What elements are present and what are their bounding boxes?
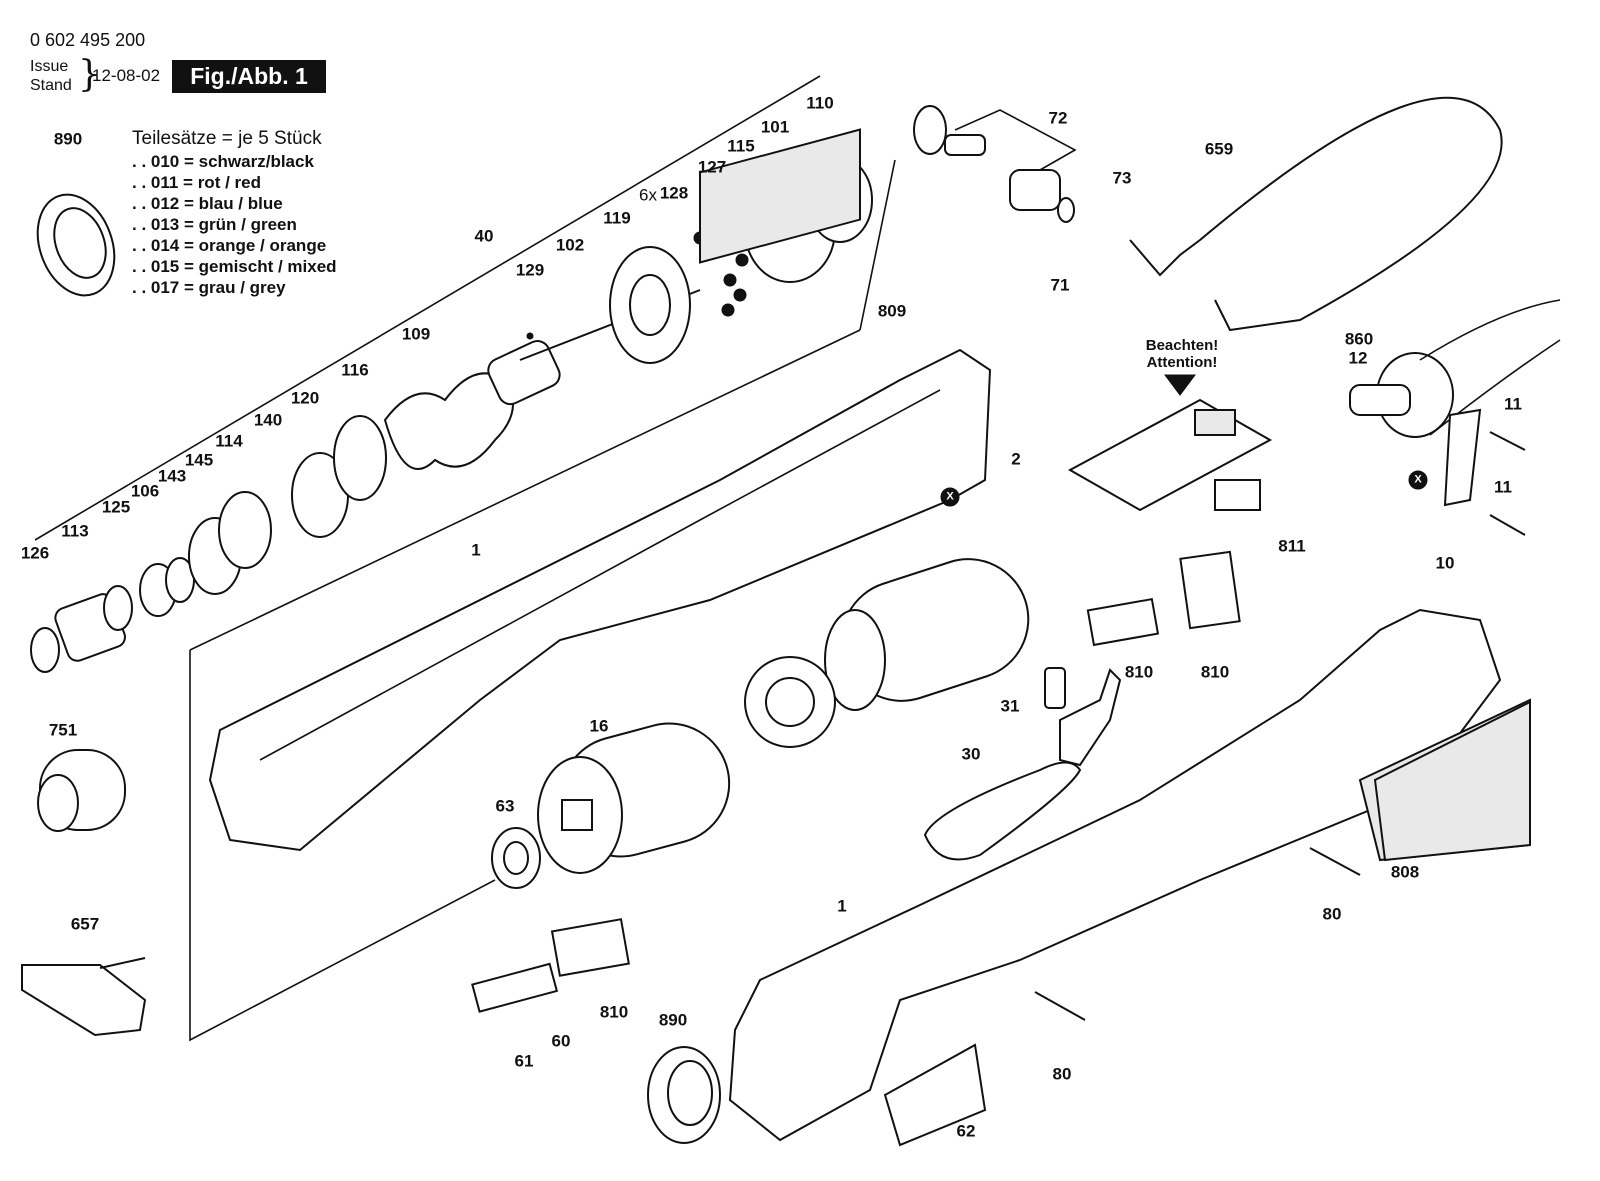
marker-x	[940, 487, 960, 507]
callout-128: 128	[659, 183, 689, 203]
part-808-label	[1373, 700, 1531, 862]
part-62-cover	[883, 1043, 987, 1147]
marker-x-label: X	[1414, 473, 1422, 486]
part-860-cap	[1349, 299, 1561, 507]
motor-2	[824, 558, 1030, 711]
figure-badge: Fig./Abb. 1	[172, 60, 326, 93]
callout-810: 810	[1200, 662, 1230, 682]
callout-810: 810	[1124, 662, 1154, 682]
callout-10: 10	[1435, 553, 1455, 573]
attention-line-en: Attention!	[1146, 354, 1218, 371]
callout-71: 71	[1050, 275, 1070, 295]
document-number: 0 602 495 200	[30, 30, 146, 50]
callout-109: 109	[401, 324, 431, 344]
callout-6x: 6x	[639, 185, 657, 205]
callout-145: 145	[184, 450, 214, 470]
stand-label: Stand	[30, 77, 72, 94]
callout-1: 1	[471, 540, 481, 560]
part-72-73	[913, 105, 1077, 223]
kit-row: . . 013 = grün / green	[132, 215, 297, 234]
callout-809: 809	[877, 301, 907, 321]
callout-659: 659	[1204, 139, 1234, 159]
part-751-sleeve	[37, 749, 126, 832]
brace-glyph: }	[78, 54, 101, 95]
callout-80: 80	[1322, 904, 1342, 924]
gear-disc	[744, 656, 836, 748]
callout-1: 1	[837, 896, 847, 916]
callout-80: 80	[1052, 1064, 1072, 1084]
kit-row: . . 017 = grau / grey	[132, 278, 286, 297]
callout-63: 63	[495, 796, 515, 816]
attention-line-de: Beachten!	[1145, 337, 1219, 354]
issue-date: 12-08-02	[92, 66, 161, 85]
callout-113: 113	[61, 521, 89, 541]
callout-62: 62	[956, 1121, 976, 1141]
callout-120: 120	[290, 388, 320, 408]
callout-60: 60	[551, 1031, 571, 1051]
callout-143: 143	[157, 466, 187, 486]
issue-label: Issue	[30, 58, 69, 75]
callout-12: 12	[1348, 348, 1368, 368]
callout-751: 751	[48, 720, 78, 740]
marker-x-label: X	[946, 490, 954, 503]
part-kits-legend: Teilesätze = je 5 Stück . . 010 = schwar…	[132, 128, 337, 298]
callout-40: 40	[474, 226, 494, 246]
callout-811: 811	[1278, 536, 1306, 556]
callout-11: 11	[1504, 394, 1522, 414]
callout-30: 30	[961, 744, 981, 764]
part-30-slider	[923, 668, 1122, 861]
upper-housing	[208, 128, 992, 852]
part-657-key	[21, 957, 147, 1037]
callout-101: 101	[760, 117, 790, 137]
callout-140: 140	[253, 410, 283, 430]
callout-116: 116	[341, 360, 369, 380]
attention-note: Beachten! Attention!	[1146, 337, 1219, 371]
callout-129: 129	[515, 260, 545, 280]
kit-row: . . 012 = blau / blue	[132, 194, 283, 213]
callout-16: 16	[589, 716, 609, 736]
kit-row: . . 011 = rot / red	[132, 173, 261, 192]
motor-16	[537, 722, 731, 874]
callout-810: 810	[599, 1002, 629, 1022]
electronics-board	[1067, 374, 1273, 512]
assembly-leader-rail	[34, 75, 896, 1042]
callout-657: 657	[70, 914, 100, 934]
callout-125: 125	[101, 497, 131, 517]
callout-126: 126	[20, 543, 50, 563]
callout-890: 890	[658, 1010, 688, 1030]
part-659-wire	[1129, 96, 1503, 332]
callout-860: 860	[1344, 329, 1374, 349]
callout-110: 110	[806, 93, 834, 113]
switches-810	[471, 550, 1241, 1013]
part-31-spring	[1044, 667, 1066, 709]
screws-80	[1034, 847, 1361, 1021]
callout-102: 102	[555, 235, 585, 255]
callout-114: 114	[215, 431, 243, 451]
callout-808: 808	[1390, 862, 1420, 882]
part-63-ring	[491, 827, 541, 889]
callout-2: 2	[1011, 449, 1021, 469]
callout-61: 61	[514, 1051, 534, 1071]
callout-72: 72	[1048, 108, 1068, 128]
screws-11	[1489, 431, 1526, 536]
callout-119: 119	[603, 208, 631, 228]
part-kits-heading: Teilesätze = je 5 Stück	[132, 128, 322, 149]
part-890-bottom-ring	[647, 1046, 721, 1144]
kit-row: . . 010 = schwarz/black	[132, 152, 314, 171]
callout-31: 31	[1000, 696, 1020, 716]
callout-11: 11	[1494, 477, 1512, 497]
callout-127: 127	[697, 157, 727, 177]
callout-73: 73	[1112, 168, 1132, 188]
part-890-ring	[36, 193, 116, 297]
callout-106: 106	[130, 481, 160, 501]
kit-row: . . 014 = orange / orange	[132, 236, 327, 255]
callout-115: 115	[727, 136, 755, 156]
kit-row: . . 015 = gemischt / mixed	[132, 257, 337, 276]
callout-890: 890	[53, 129, 83, 149]
